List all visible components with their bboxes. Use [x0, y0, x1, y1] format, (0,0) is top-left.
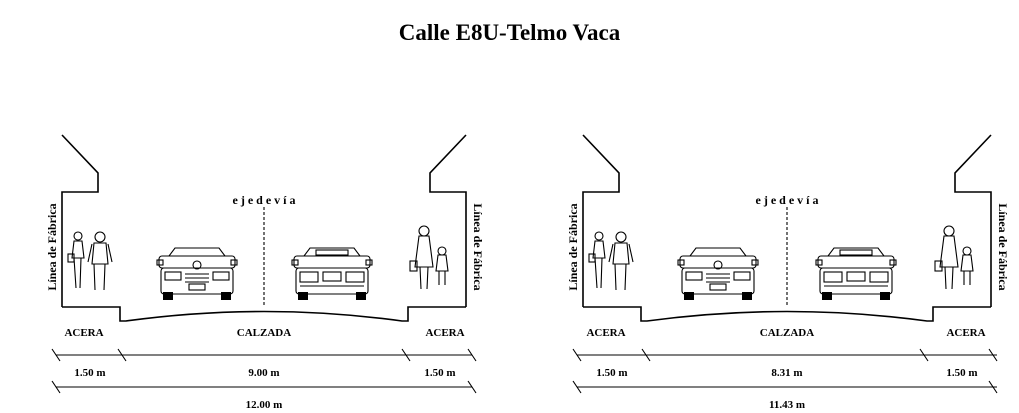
dimension-sidewalk-left: 1.50 m — [596, 367, 627, 379]
sidewalk-left-label: ACERA — [586, 327, 625, 339]
car-front-icon — [677, 247, 759, 301]
street-section-right: e j e d e v í a Línea de Fábrica Línea d… — [566, 134, 1010, 411]
building-line-right-label: Línea de Fábrica — [996, 203, 1010, 290]
left-building-outline — [61, 134, 99, 307]
left-building-outline — [582, 134, 620, 307]
sidewalk-left-label: ACERA — [64, 327, 103, 339]
street-profile — [583, 306, 991, 322]
right-building-outline — [429, 134, 467, 307]
pedestrian-pair-icon — [67, 231, 113, 291]
woman-child-icon — [409, 225, 449, 290]
car-rear-icon — [291, 247, 373, 301]
dimension-total: 11.43 m — [769, 399, 805, 411]
dimension-sidewalk-right: 1.50 m — [946, 367, 977, 379]
page-title: Calle E8U-Telmo Vaca — [398, 20, 621, 45]
dimension-roadway: 9.00 m — [248, 367, 279, 379]
dimension-line-total — [572, 380, 998, 394]
dimension-sidewalk-left: 1.50 m — [74, 367, 105, 379]
dimension-sidewalk-right: 1.50 m — [424, 367, 455, 379]
roadway-label: CALZADA — [760, 327, 814, 339]
sidewalk-right-label: ACERA — [425, 327, 464, 339]
dimension-roadway: 8.31 m — [771, 367, 802, 379]
car-front-icon — [156, 247, 238, 301]
dimension-line-partial — [572, 348, 998, 362]
street-section-left: e j e d e v í a Línea de Fábrica Línea d… — [45, 134, 485, 411]
right-building-outline — [954, 134, 992, 307]
street-profile — [62, 306, 466, 322]
woman-child-icon — [934, 225, 974, 290]
building-line-right-label: Línea de Fábrica — [471, 203, 485, 290]
dimension-line-partial — [51, 348, 477, 362]
roadway-label: CALZADA — [237, 327, 291, 339]
building-line-left-label: Línea de Fábrica — [45, 203, 59, 290]
road-axis-label: e j e d e v í a — [233, 193, 296, 207]
road-axis-label: e j e d e v í a — [756, 193, 819, 207]
sidewalk-right-label: ACERA — [946, 327, 985, 339]
pedestrian-pair-icon — [588, 231, 634, 291]
dimension-total: 12.00 m — [246, 399, 283, 411]
dimension-line-total — [51, 380, 477, 394]
car-rear-icon — [815, 247, 897, 301]
building-line-left-label: Línea de Fábrica — [566, 203, 580, 290]
